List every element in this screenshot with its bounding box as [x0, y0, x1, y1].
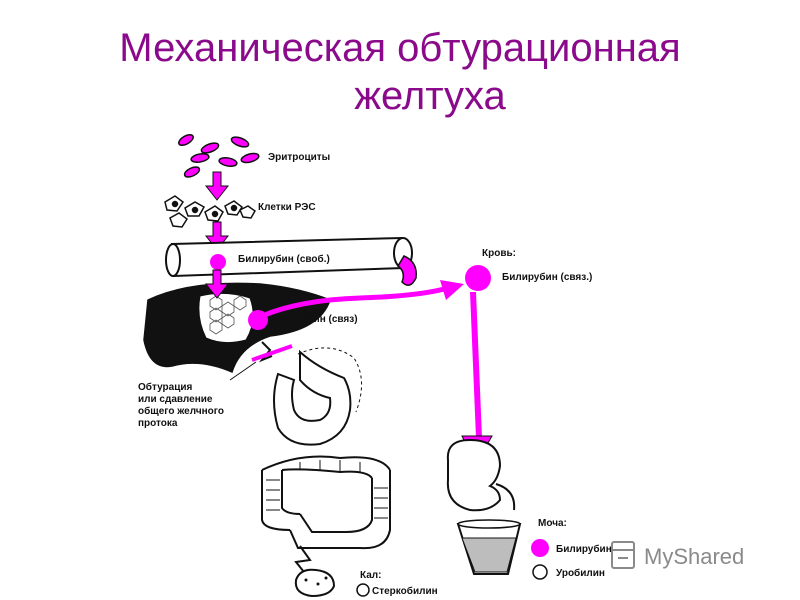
stercobilin-dot: [356, 583, 370, 597]
urine-urobilin-dot: [532, 564, 548, 580]
label-bilirubin-bound-liver: Билирубин (связ): [270, 313, 358, 325]
arrow-head-to-blood: [440, 280, 464, 300]
label-erythrocytes: Эритроциты: [268, 152, 330, 163]
obstruction-pointer: [229, 361, 257, 381]
urine-glass-illustration: [456, 519, 522, 575]
title-line-2: желтуха: [354, 74, 506, 118]
erythrocytes-illustration: [178, 133, 260, 178]
myshared-watermark: MyShared: [611, 541, 744, 569]
colon-illustration: [261, 455, 391, 550]
blood-vessel-illustration: [165, 236, 417, 286]
res-cells-illustration: [164, 195, 256, 228]
bilirubin-free-dot: [210, 254, 226, 270]
label-urine-urobilin: Уробилин: [556, 567, 605, 579]
kidney-illustration: [446, 438, 516, 512]
label-obstruction-2: или сдавление: [138, 394, 213, 405]
duodenum-illustration: [273, 349, 352, 446]
label-stool: Кал:: [360, 570, 381, 581]
flow-liver-to-blood: [261, 285, 449, 319]
bilirubin-bound-blood-dot: [465, 265, 491, 291]
arrow-to-res: [204, 171, 230, 201]
obstruction-marker: [251, 344, 293, 362]
label-res-cells: Клетки РЭС: [258, 202, 316, 213]
liver-illustration: [143, 282, 331, 374]
watermark-logo-icon: [611, 541, 635, 569]
urine-bilirubin-dot: [531, 539, 549, 557]
arrow-to-kidney-shaft: [470, 292, 482, 438]
label-blood: Кровь:: [482, 248, 516, 259]
stool-illustration: [294, 568, 336, 598]
label-bilirubin-bound-blood: Билирубин (связ.): [502, 271, 592, 283]
label-obstruction-1: Обтурация: [138, 381, 192, 393]
watermark-text: MyShared: [644, 544, 744, 569]
title-line-1: Механическая обтурационная: [119, 26, 681, 70]
label-stercobilin: Стеркобилин: [372, 585, 438, 597]
page-title: Механическая обтурационная желтуха: [0, 24, 800, 120]
label-urine-bilirubin: Билирубин: [556, 543, 612, 555]
label-bilirubin-free: Билирубин (своб.): [238, 253, 330, 265]
label-obstruction-4: протока: [138, 418, 178, 429]
label-obstruction-3: общего желчного: [138, 405, 224, 417]
label-urine: Моча:: [538, 518, 567, 529]
arrow-to-liver: [204, 269, 230, 299]
